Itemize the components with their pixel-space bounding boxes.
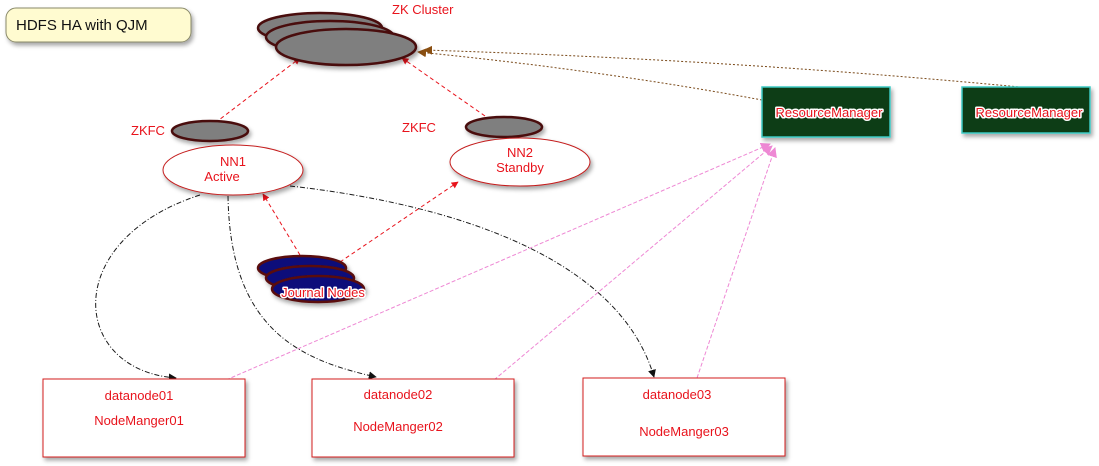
resource-manager-2-label: ResourceManager: [976, 105, 1084, 120]
rm2-to-zk-edge: [423, 45, 1031, 89]
zk-cluster-node: ZK Cluster: [256, 1, 456, 67]
nn2-node: NN2 Standby: [449, 137, 591, 187]
resource-manager-2: ResourceManager: [961, 86, 1091, 134]
resource-manager-1-label: ResourceManager: [776, 105, 884, 120]
zkfc2-node: ZKFC: [401, 115, 544, 139]
nodemanager01-label: NodeManger01: [94, 413, 184, 428]
datanode02-label: datanode02: [364, 387, 433, 402]
datanode01-label: datanode01: [105, 388, 174, 403]
nodemanager02-label: NodeManger02: [353, 419, 443, 434]
nm02-to-rm-edge: [493, 145, 773, 381]
zkfc1-node: ZKFC: [130, 119, 250, 143]
zkfc1-to-zk-edge: [214, 57, 301, 124]
journal-nodes-node: Journal Nodes: [256, 254, 367, 304]
nm03-to-rm-edge: [696, 147, 777, 379]
diagram-title: HDFS HA with QJM: [16, 17, 148, 34]
datanode03-label: datanode03: [643, 387, 712, 402]
title-box: HDFS HA with QJM: [5, 7, 192, 43]
nn2-state: Standby: [496, 160, 544, 175]
nn1-to-datanode01-edge: [95, 194, 201, 382]
zk-cluster-label: ZK Cluster: [392, 2, 454, 17]
worker-node-1: datanode01 NodeManger01: [42, 378, 246, 458]
resource-manager-1: ResourceManager: [761, 86, 891, 138]
worker-node-2: datanode02 NodeManger02: [311, 378, 515, 458]
nn1-node: NN1 Active: [162, 144, 304, 196]
worker-node-3: datanode03 NodeManger03: [582, 377, 786, 457]
nn2-name: NN2: [507, 145, 533, 160]
nn1-name: NN1: [220, 154, 246, 169]
nn1-state: Active: [204, 169, 239, 184]
nodemanager03-label: NodeManger03: [639, 424, 729, 439]
nn1-to-datanode03-edge: [289, 185, 656, 378]
zkfc1-label: ZKFC: [131, 123, 165, 138]
zkfc2-to-zk-edge: [401, 57, 486, 117]
journal-to-nn1-edge: [262, 193, 301, 256]
nm01-to-rm-edge: [225, 142, 771, 381]
journal-nodes-label: Journal Nodes: [281, 285, 365, 300]
zkfc2-label: ZKFC: [402, 120, 436, 135]
rm1-to-zk-edge: [417, 48, 763, 101]
journal-to-nn2-edge: [339, 181, 459, 263]
